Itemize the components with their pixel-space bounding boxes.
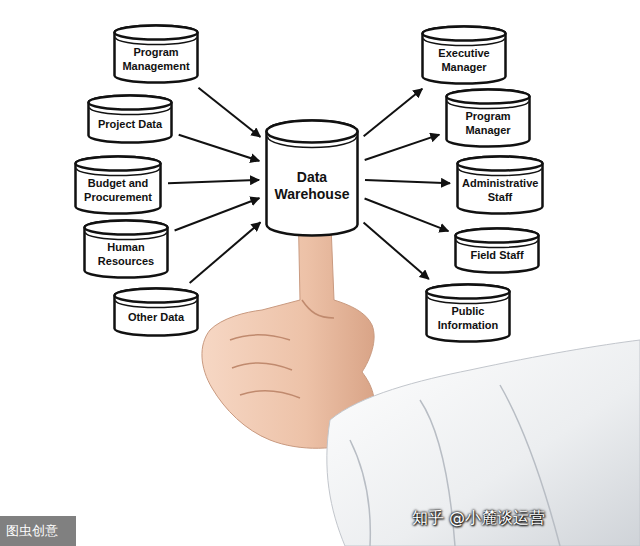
flow-arrow — [364, 89, 423, 136]
flow-arrow — [365, 135, 440, 160]
node-label: Project Data — [87, 118, 173, 131]
node-label: Program Manager — [445, 110, 531, 136]
node-label: Budget and Procurement — [74, 177, 162, 203]
finger-crease — [230, 300, 334, 398]
node-label: Human Resources — [83, 241, 169, 267]
watermark-band — [0, 516, 76, 546]
sleeve — [327, 340, 640, 546]
node-label: Administrative Staff — [456, 177, 544, 203]
watermark: 知乎 @小麓谈运营 — [412, 508, 545, 529]
database-node: Project Data — [87, 94, 173, 144]
database-node: Budget and Procurement — [74, 155, 162, 215]
database-node: Other Data — [113, 287, 199, 337]
flow-arrow — [364, 223, 429, 279]
flow-arrow — [175, 198, 260, 230]
node-label: Field Staff — [454, 249, 540, 262]
node-label: Executive Manager — [421, 47, 507, 73]
flow-arrow — [168, 180, 259, 183]
flow-arrow — [365, 198, 449, 231]
database-node: Data Warehouse — [265, 119, 359, 237]
database-node: Administrative Staff — [456, 155, 544, 215]
flow-arrow — [190, 222, 261, 283]
watermark: 图虫创意 — [6, 522, 58, 540]
database-node: Program Management — [113, 24, 199, 84]
database-node: Executive Manager — [421, 25, 507, 85]
database-node: Program Manager — [445, 88, 531, 148]
flow-arrow — [365, 180, 450, 183]
flow-arrow — [179, 135, 260, 161]
flow-arrow — [198, 88, 260, 137]
node-label: Public Information — [425, 305, 511, 331]
database-node: Human Resources — [83, 219, 169, 279]
database-node: Field Staff — [454, 227, 540, 274]
node-label: Other Data — [113, 311, 199, 324]
database-node: Public Information — [425, 283, 511, 343]
sleeve-fold — [350, 385, 560, 546]
node-label: Program Management — [113, 46, 199, 72]
node-label: Data Warehouse — [265, 169, 359, 203]
